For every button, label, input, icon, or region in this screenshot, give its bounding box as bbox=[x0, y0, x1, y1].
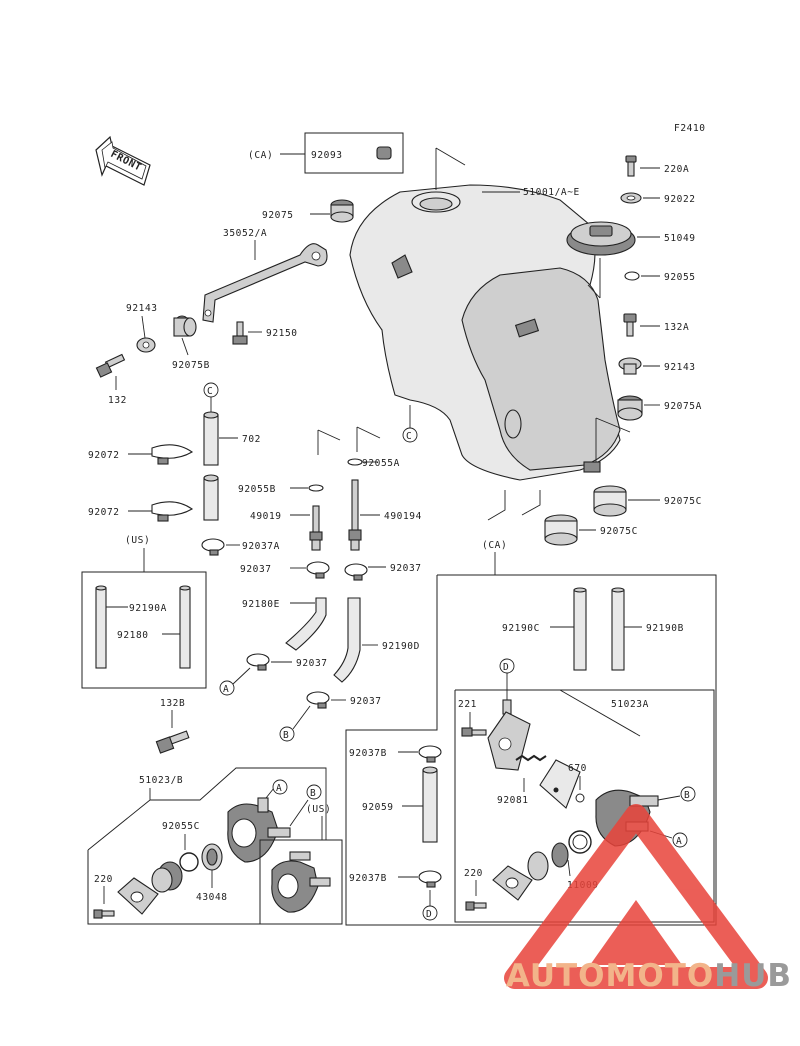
ref-letter-A-3: A bbox=[676, 836, 682, 847]
part-number-51023A: 51023A bbox=[611, 699, 649, 710]
part-number-702: 702 bbox=[242, 434, 261, 445]
part-number-92059: 92059 bbox=[362, 802, 394, 813]
figure-code: F2410 bbox=[674, 123, 706, 134]
part-number-670: 670 bbox=[568, 763, 587, 774]
brand-part2: HUB bbox=[714, 958, 792, 994]
region-us-label: (US) bbox=[125, 535, 150, 546]
part-number-92180E: 92180E bbox=[242, 599, 280, 610]
brand-part1: AUTOMOTO bbox=[505, 958, 715, 994]
part-number-92055A: 92055A bbox=[362, 458, 400, 469]
hose-92190D bbox=[333, 597, 361, 683]
part-number-92037B-1: 92037B bbox=[349, 748, 387, 759]
part-number-92075A: 92075A bbox=[664, 401, 702, 412]
callout-92093-group: (CA) 92093 bbox=[248, 132, 404, 174]
ref-letter-C: C bbox=[207, 386, 213, 397]
part-number-92143-left: 92143 bbox=[126, 303, 158, 314]
part-number-221: 221 bbox=[458, 699, 477, 710]
part-number-92072-a: 92072 bbox=[88, 450, 120, 461]
part-number-92190B: 92190B bbox=[646, 623, 684, 634]
part-number-92075: 92075 bbox=[262, 210, 294, 221]
part-number-43048: 43048 bbox=[196, 892, 228, 903]
region-ca-label: (CA) bbox=[248, 150, 273, 161]
part-number-92143-right: 92143 bbox=[664, 362, 696, 373]
watermark-brand: AUTOMOTOHUB bbox=[462, 958, 792, 1008]
ref-letter-A-2: A bbox=[276, 783, 282, 794]
region-ca-label-2: (CA) bbox=[482, 540, 507, 551]
middle-fittings: C 92055A 92055B 49019 490194 92037A 9203… bbox=[201, 405, 422, 742]
part-number-92190A: 92190A bbox=[129, 603, 167, 614]
part-number-132B: 132B bbox=[160, 698, 185, 709]
ref-letter-C-2: C bbox=[406, 431, 412, 442]
part-number-92093: 92093 bbox=[311, 150, 343, 161]
part-number-92055: 92055 bbox=[664, 272, 696, 283]
part-number-220A: 220A bbox=[664, 164, 689, 175]
part-number-92075C-2: 92075C bbox=[600, 526, 638, 537]
part-number-51049: 51049 bbox=[664, 233, 696, 244]
part-number-92055C: 92055C bbox=[162, 821, 200, 832]
part-number-92022: 92022 bbox=[664, 194, 696, 205]
ref-letter-D-1: D bbox=[503, 662, 509, 673]
part-number-92072-b: 92072 bbox=[88, 507, 120, 518]
bracket-35052 bbox=[202, 243, 328, 323]
part-number-92081: 92081 bbox=[497, 795, 529, 806]
cap-parts-right: 220A 92022 51049 92055 132A 92143 92075A bbox=[544, 155, 702, 546]
part-number-92180: 92180 bbox=[117, 630, 149, 641]
carb-b-area: 132B 51023/B A B 92055C 43048 220 (U bbox=[87, 698, 343, 925]
diaphragm-cover bbox=[539, 759, 581, 809]
part-number-220-right: 220 bbox=[464, 868, 483, 879]
part-number-490194: 490194 bbox=[384, 511, 422, 522]
part-number-92037-left: 92037 bbox=[240, 564, 272, 575]
part-number-49019: 49019 bbox=[250, 511, 282, 522]
part-number-220-left: 220 bbox=[94, 874, 113, 885]
fitting-49019 bbox=[312, 505, 320, 535]
ca-carb-box: (CA) 92190C 92190B 92037B 92059 92037B D… bbox=[345, 540, 717, 926]
ref-letter-B-2: B bbox=[310, 788, 316, 799]
fitting-490194 bbox=[351, 479, 359, 533]
part-number-92190D: 92190D bbox=[382, 641, 420, 652]
part-number-92075C-1: 92075C bbox=[664, 496, 702, 507]
us-hose-box: (US) 92190A 92180 bbox=[81, 535, 207, 689]
grommet-92093 bbox=[376, 146, 392, 160]
ref-letter-D-2: D bbox=[426, 909, 432, 920]
ref-letter-B-3: B bbox=[684, 790, 690, 801]
part-number-92037-mid: 92037 bbox=[296, 658, 328, 669]
part-number-92190C: 92190C bbox=[502, 623, 540, 634]
part-number-51023B: 51023/B bbox=[139, 775, 183, 786]
region-us-label-2: (US) bbox=[306, 804, 331, 815]
part-number-92075B: 92075B bbox=[172, 360, 210, 371]
part-number-132A: 132A bbox=[664, 322, 689, 333]
part-number-35052: 35052/A bbox=[223, 228, 267, 239]
part-number-92055B: 92055B bbox=[238, 484, 276, 495]
part-number-132: 132 bbox=[108, 395, 127, 406]
us-carb-box bbox=[259, 839, 343, 925]
automotohub-logo-icon bbox=[504, 804, 768, 989]
part-number-92037-lower: 92037 bbox=[350, 696, 382, 707]
ref-letter-B-1: B bbox=[283, 730, 289, 741]
bracket-parts-left: 92075 35052/A 92143 92075B 92150 132 bbox=[95, 199, 354, 406]
part-number-92037A: 92037A bbox=[242, 541, 280, 552]
ref-letter-A-1: A bbox=[223, 684, 229, 695]
part-number-92150: 92150 bbox=[266, 328, 298, 339]
hose-702-group: C 702 92072 92072 bbox=[88, 382, 261, 522]
part-number-92037B-2: 92037B bbox=[349, 873, 387, 884]
part-number-92037-right: 92037 bbox=[390, 563, 422, 574]
fuel-tank bbox=[349, 184, 621, 481]
hose-92180E bbox=[285, 597, 327, 651]
front-arrow-icon: FRONT bbox=[95, 135, 151, 186]
part-number-51001: 51001/A~E bbox=[523, 187, 580, 198]
